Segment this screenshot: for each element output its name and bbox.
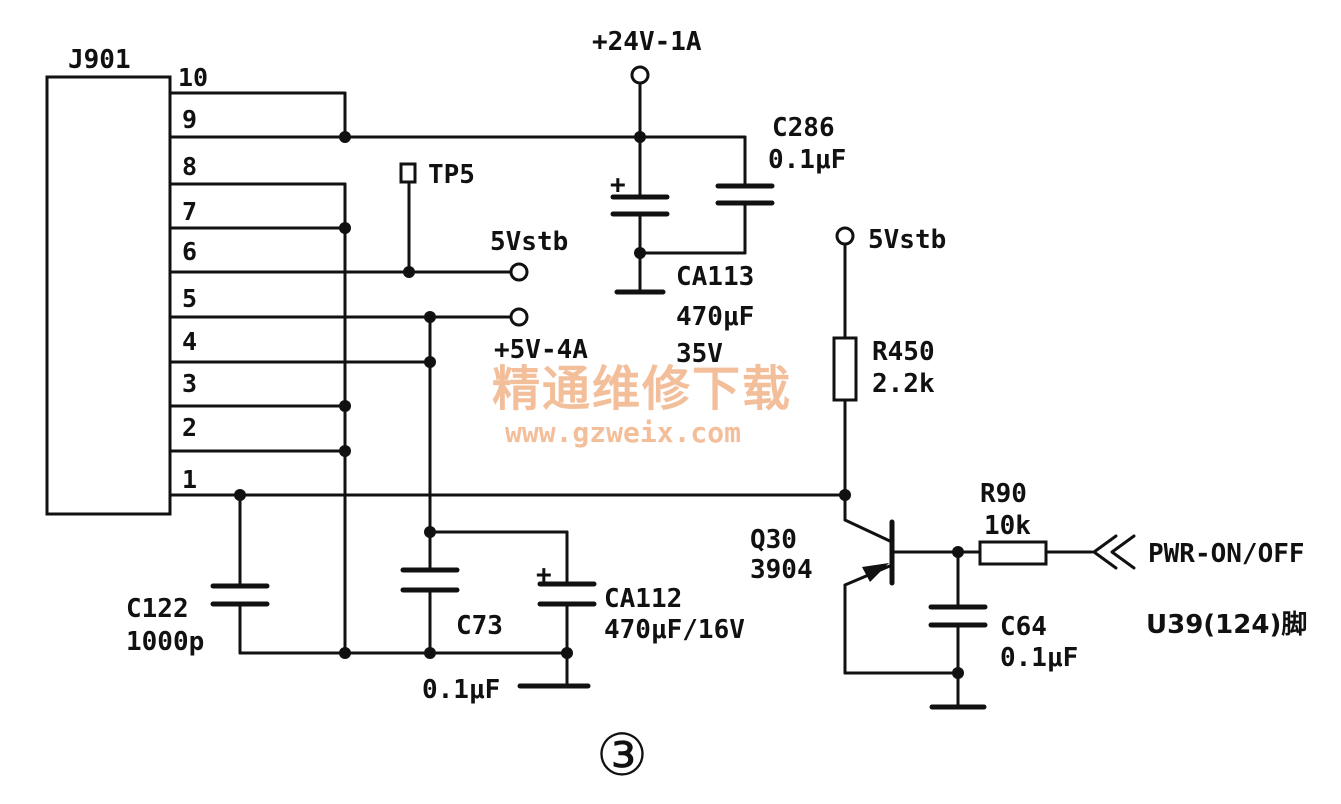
- pin-label-2: 2: [182, 413, 197, 442]
- rail-5vstb-left-label: 5Vstb: [490, 227, 568, 257]
- signal-name: PWR-ON/OFF: [1148, 539, 1305, 569]
- pin-label-3: 3: [182, 369, 197, 398]
- junction: [952, 667, 964, 679]
- pin-label-1: 1: [182, 465, 197, 494]
- terminal-5v-4a: [509, 307, 529, 327]
- rail-24v-label: +24V-1A: [592, 27, 702, 57]
- pin-label-10: 10: [178, 63, 208, 92]
- capacitor-ca113-voltage: 35V: [676, 339, 723, 369]
- resistor-r90-label: R90: [980, 479, 1027, 509]
- capacitor-ca112-polarity: +: [536, 560, 552, 590]
- terminal-24v: [630, 65, 650, 85]
- resistor-r450-label: R450: [872, 337, 935, 367]
- capacitor-c73-value: 0.1μF: [422, 675, 500, 705]
- capacitor-c64-label: C64: [1000, 612, 1047, 642]
- connector-pin-lines: [168, 91, 847, 497]
- pin-label-7: 7: [182, 197, 197, 226]
- pin-label-5: 5: [182, 284, 197, 313]
- pin-label-4: 4: [182, 327, 197, 356]
- capacitor-c286-label: C286: [772, 113, 835, 143]
- junction: [424, 311, 436, 323]
- capacitor-ca112-value: 470μF/16V: [604, 615, 745, 645]
- pin-label-6: 6: [182, 237, 197, 266]
- capacitor-c73-label: C73: [456, 611, 503, 641]
- junction: [339, 400, 351, 412]
- signal-input-arrow-icon: [1092, 534, 1136, 570]
- rail-5v-4a-label: +5V-4A: [494, 335, 588, 365]
- figure-label: ③: [596, 721, 648, 789]
- test-point-label: TP5: [428, 160, 475, 190]
- capacitor-ca113-label: CA113: [676, 262, 754, 292]
- junction: [424, 356, 436, 368]
- capacitor-c64-value: 0.1μF: [1000, 643, 1078, 673]
- junction: [339, 445, 351, 457]
- capacitor-ca112-label: CA112: [604, 584, 682, 614]
- transistor-q30-value: 3904: [750, 555, 813, 585]
- transistor-q30: [843, 493, 960, 675]
- watermark-text: 精通维修下载: [492, 361, 792, 417]
- connector-j901-label: J901: [68, 45, 131, 75]
- resistor-r90-value: 10k: [984, 511, 1031, 541]
- junction: [403, 266, 415, 278]
- resistor-r90: [978, 540, 1048, 566]
- pin-label-9: 9: [182, 105, 197, 134]
- signal-source: U39(124)脚: [1146, 610, 1307, 640]
- junction: [234, 489, 246, 501]
- watermark-url: www.gzweix.com: [505, 416, 741, 449]
- junction: [339, 222, 351, 234]
- capacitor-c286-value: 0.1μF: [768, 145, 846, 175]
- rail-5vstb-right-label: 5Vstb: [868, 225, 946, 255]
- resistor-r450: [832, 336, 858, 402]
- resistor-r450-value: 2.2k: [872, 369, 935, 399]
- terminal-5vstb-right: [835, 226, 855, 246]
- transistor-q30-label: Q30: [750, 525, 797, 555]
- capacitor-ca113-value: 470μF: [676, 302, 754, 332]
- pin-label-8: 8: [182, 152, 197, 181]
- terminal-5vstb-left: [509, 262, 529, 282]
- capacitor-c122-label: C122: [126, 594, 189, 624]
- test-point-tp5: [399, 162, 417, 184]
- capacitor-ca113-polarity: +: [610, 170, 626, 200]
- connector-j901-body: [45, 75, 172, 516]
- capacitor-c122-value: 1000p: [126, 627, 204, 657]
- junction: [339, 131, 351, 143]
